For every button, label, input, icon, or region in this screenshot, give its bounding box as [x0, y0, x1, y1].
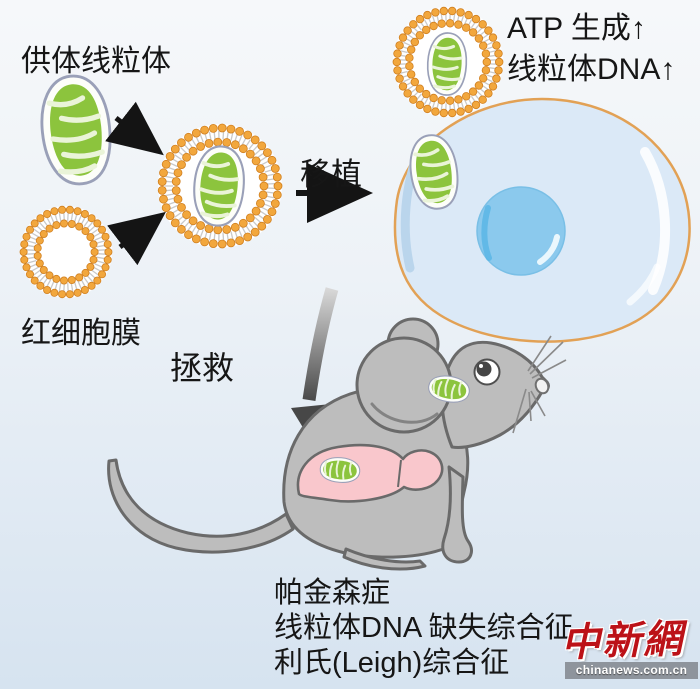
label-leigh-syndrome: 利氏(Leigh)综合征: [274, 647, 510, 679]
vesicle-on-cell: [392, 6, 504, 118]
rbc-membrane-vesicle: [19, 205, 113, 299]
mouse-nose: [534, 377, 550, 395]
label-transplant: 移植: [300, 157, 362, 192]
mouse-liver: [296, 443, 444, 503]
ear-inner-line: [370, 402, 439, 424]
arrow-membrane-to-vesicle: [107, 211, 166, 266]
label-atp-increase: ATP 生成↑: [507, 12, 646, 45]
mouse-eye: [473, 358, 501, 386]
wrapped-mitochondrion-vesicle: [157, 123, 283, 249]
label-effects: ATP 生成↑ 线粒体DNA↑: [507, 8, 675, 90]
chinanews-url: chinanews.com.cn: [565, 662, 698, 679]
arrow-mito-to-vesicle: [105, 101, 164, 156]
liver-lobe-line: [397, 459, 402, 488]
chinanews-logo: 中新網: [560, 615, 685, 667]
donor-mitochondrion: [37, 73, 115, 188]
mouse-tail: [107, 458, 295, 554]
mouse-front-leg: [441, 465, 473, 564]
label-mtdna-increase: 线粒体DNA↑: [507, 53, 676, 86]
recipient-cell: [393, 97, 691, 343]
mouse: [107, 317, 567, 571]
label-donor-mitochondria: 供体线粒体: [21, 45, 171, 78]
label-parkinsons: 帕金森症: [274, 577, 391, 609]
label-diseases: 帕金森症 线粒体DNA 缺失综合征 利氏(Leigh)综合征: [274, 576, 574, 681]
cell-highlight: [640, 147, 671, 295]
mouse-hind-foot: [342, 547, 427, 571]
label-rescue: 拯救: [170, 350, 235, 386]
label-mtdna-depletion-syndrome: 线粒体DNA 缺失综合征: [274, 612, 574, 644]
label-rbc-membrane: 红细胞膜: [21, 317, 141, 350]
cell-highlight-small: [626, 263, 661, 306]
mouse-whiskers: [512, 335, 567, 434]
nucleus: [476, 186, 566, 276]
